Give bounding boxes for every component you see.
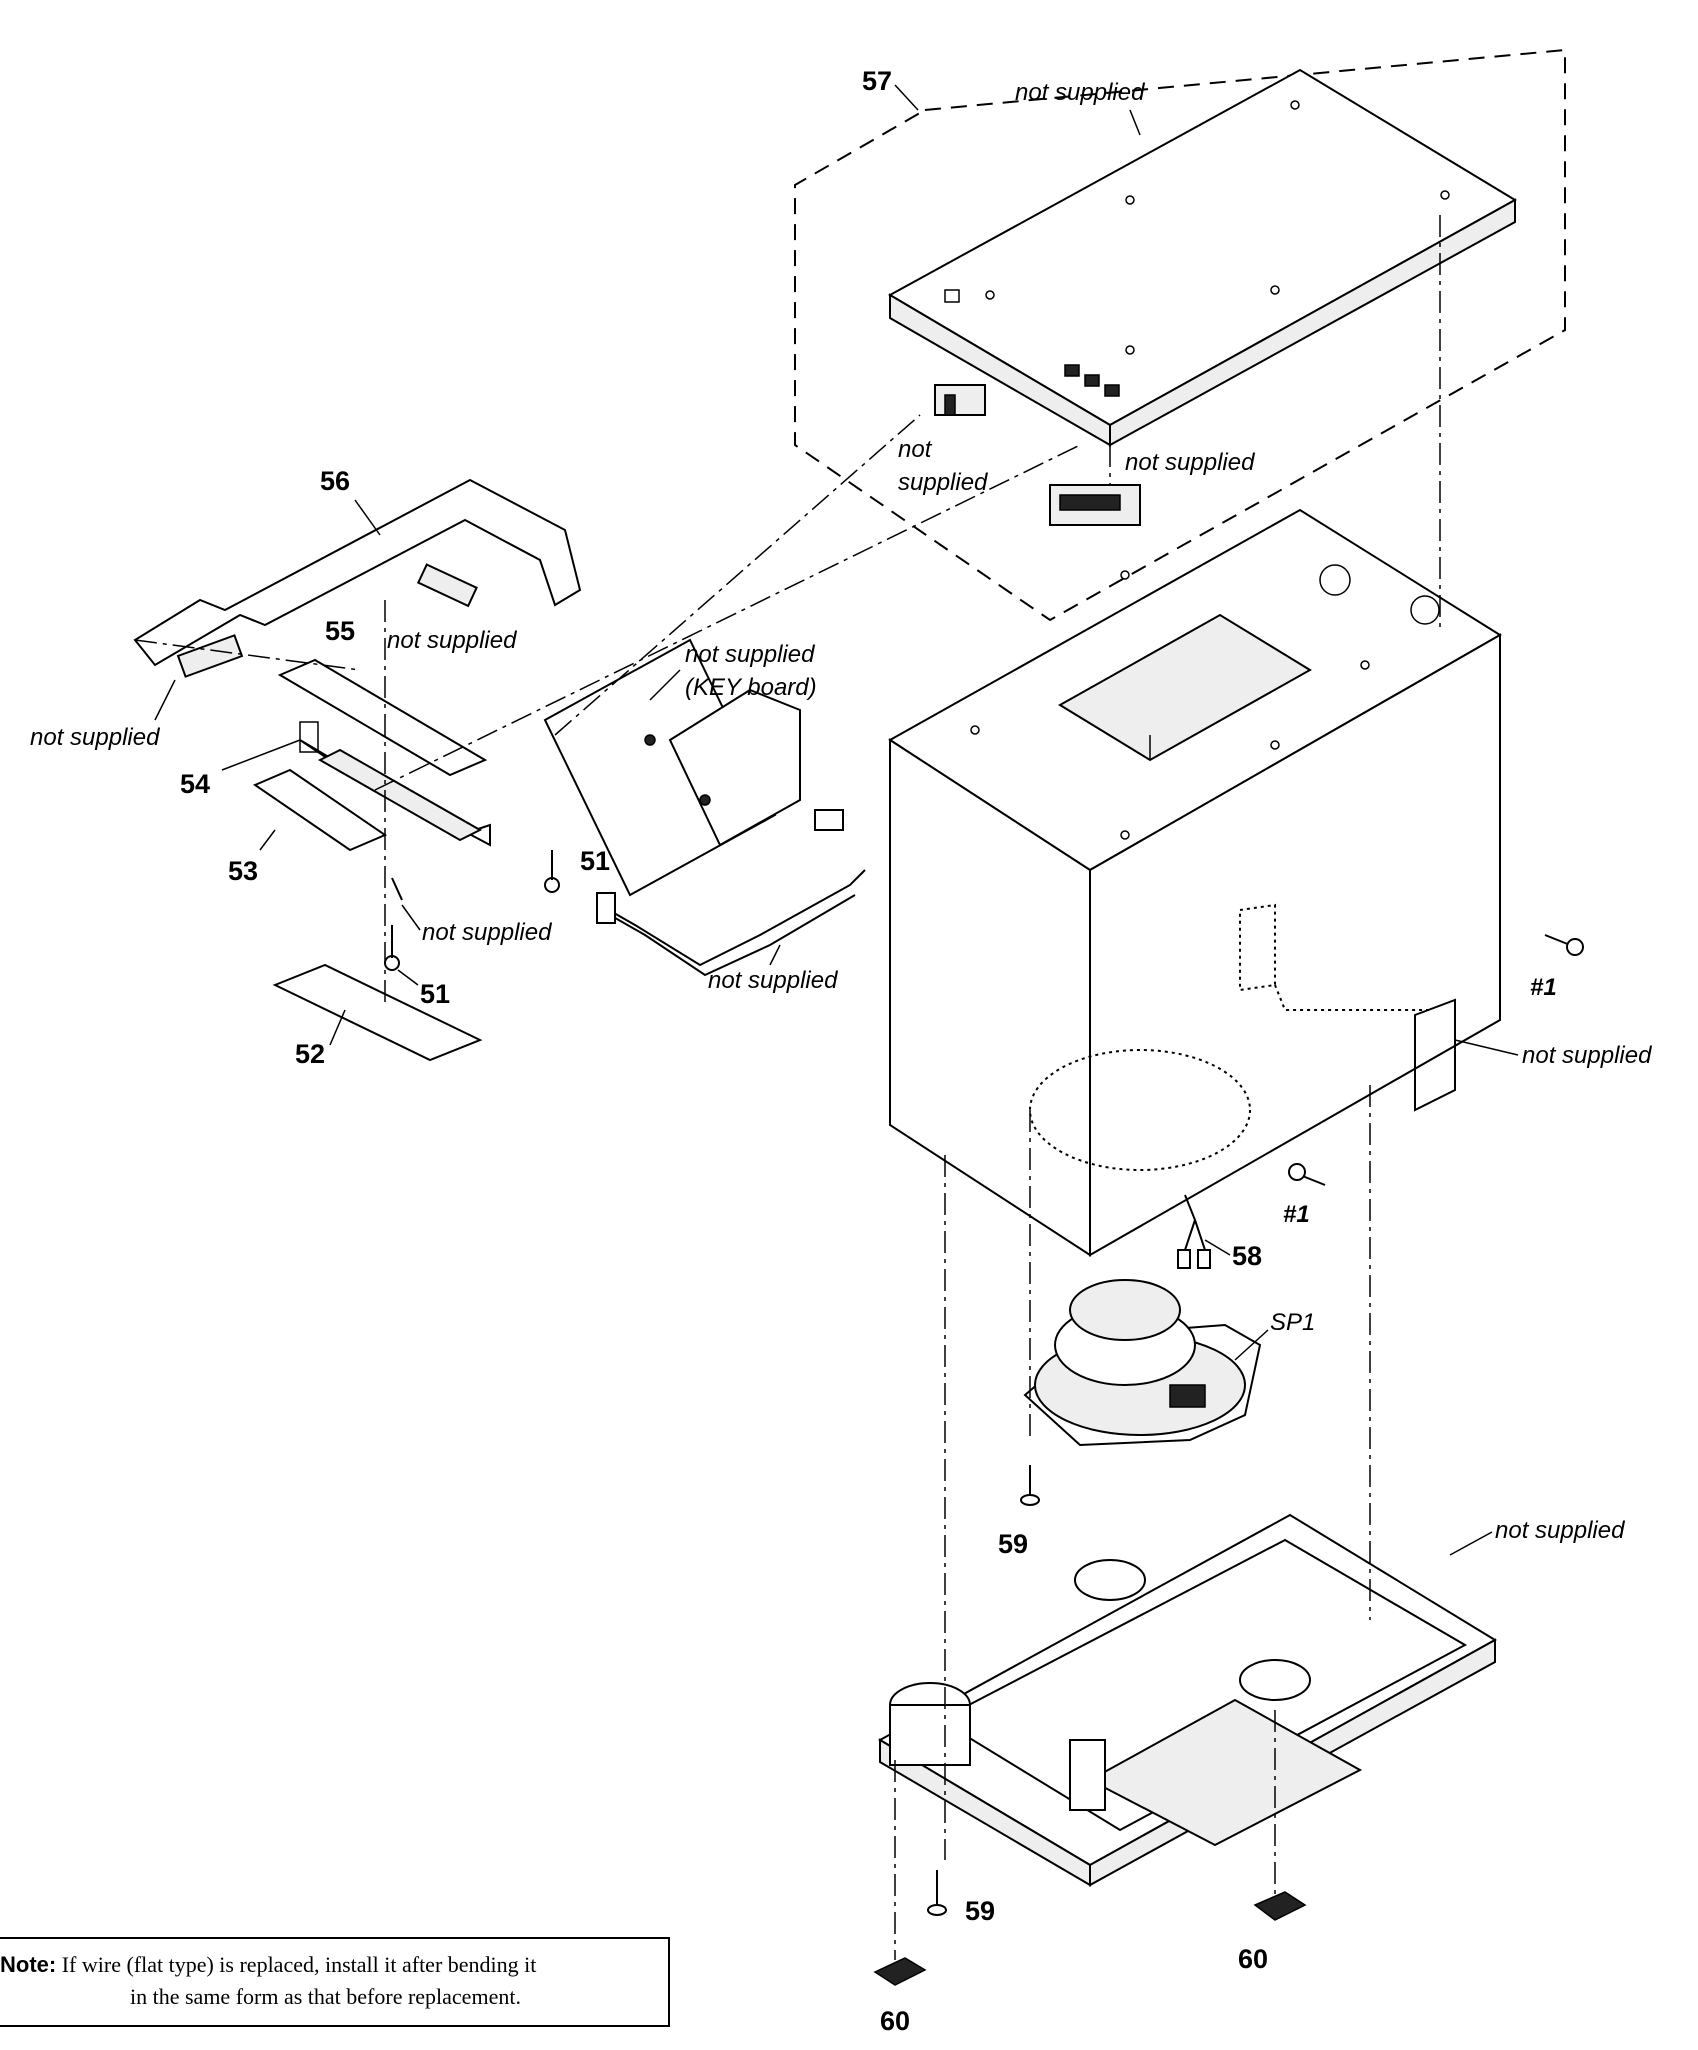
side-bracket-lower <box>1414 998 1456 1112</box>
switch-board-54 <box>299 721 491 847</box>
sheet-52 <box>272 963 483 1062</box>
side-bracket-upper <box>1239 903 1430 1011</box>
top-panel <box>887 68 1517 447</box>
label-54: 54 <box>180 769 210 799</box>
screw-1-upper <box>1544 934 1584 956</box>
label-51-upper: 51 <box>580 846 610 876</box>
label-not-supplied-key: not supplied <box>685 641 815 668</box>
tape-not-supplied-56 <box>416 563 478 608</box>
label-not-left-connector: not <box>898 436 933 463</box>
label-not-supplied-cable: not supplied <box>708 967 838 994</box>
label-not-supplied-side: not supplied <box>1522 1042 1652 1069</box>
screw-1-lower <box>1288 1163 1326 1186</box>
label-not-supplied-56: not supplied <box>387 627 517 654</box>
label-not-supplied-screw: not supplied <box>422 919 552 946</box>
note-line-1: If wire (flat type) is replaced, install… <box>61 1952 537 1977</box>
tape-not-supplied-left <box>176 634 244 678</box>
cable-connector-right <box>814 809 844 831</box>
label-52: 52 <box>295 1039 325 1069</box>
speaker-opening <box>1029 1049 1251 1171</box>
cable-connector-left <box>596 892 616 924</box>
bracket-56 <box>133 478 582 667</box>
flat-cable <box>599 869 866 977</box>
wire-58 <box>1184 1194 1206 1251</box>
label-60-right: 60 <box>1238 1944 1268 1974</box>
label-56: 56 <box>320 466 350 496</box>
note-box: Note: If wire (flat type) is replaced, i… <box>0 1937 670 2027</box>
screw-51-upper <box>544 850 560 893</box>
sheet-55 <box>277 658 488 777</box>
label-55: 55 <box>325 616 355 646</box>
label-supplied-left-connector: supplied <box>898 469 988 496</box>
label-not-supplied-top: not supplied <box>1015 79 1145 106</box>
screw-59-upper <box>1020 1465 1040 1506</box>
base-tray <box>877 1513 1497 1887</box>
assembly-57-boundary <box>794 48 1566 622</box>
label-screw-1-lower: #1 <box>1283 1201 1310 1228</box>
label-59-upper: 59 <box>998 1529 1028 1559</box>
label-not-supplied-right-connector: not supplied <box>1125 449 1255 476</box>
label-60-left: 60 <box>880 2006 910 2036</box>
label-not-supplied-base: not supplied <box>1495 1517 1625 1544</box>
label-59-lower: 59 <box>965 1896 995 1926</box>
label-51-lower: 51 <box>420 979 450 1009</box>
note-line-2: in the same form as that before replacem… <box>130 1984 521 2009</box>
label-57: 57 <box>862 66 892 96</box>
foot-60-left <box>873 1957 927 1986</box>
label-key-board: (KEY board) <box>685 674 817 701</box>
label-53: 53 <box>228 856 258 886</box>
speaker-sp1 <box>1023 1279 1262 1447</box>
label-58: 58 <box>1232 1241 1262 1271</box>
note-keyword: Note: <box>0 1952 57 1977</box>
top-connector-right <box>1049 484 1141 526</box>
label-sp1: SP1 <box>1270 1309 1315 1336</box>
screw-51-lower <box>384 877 403 971</box>
label-screw-1-upper: #1 <box>1530 974 1557 1001</box>
foot-60-right <box>1253 1891 1307 1921</box>
main-cabinet <box>888 508 1502 1257</box>
screw-59-lower <box>927 1870 947 1916</box>
key-board <box>543 638 801 897</box>
top-connector-left <box>934 384 986 416</box>
label-not-supplied-left: not supplied <box>30 724 160 751</box>
